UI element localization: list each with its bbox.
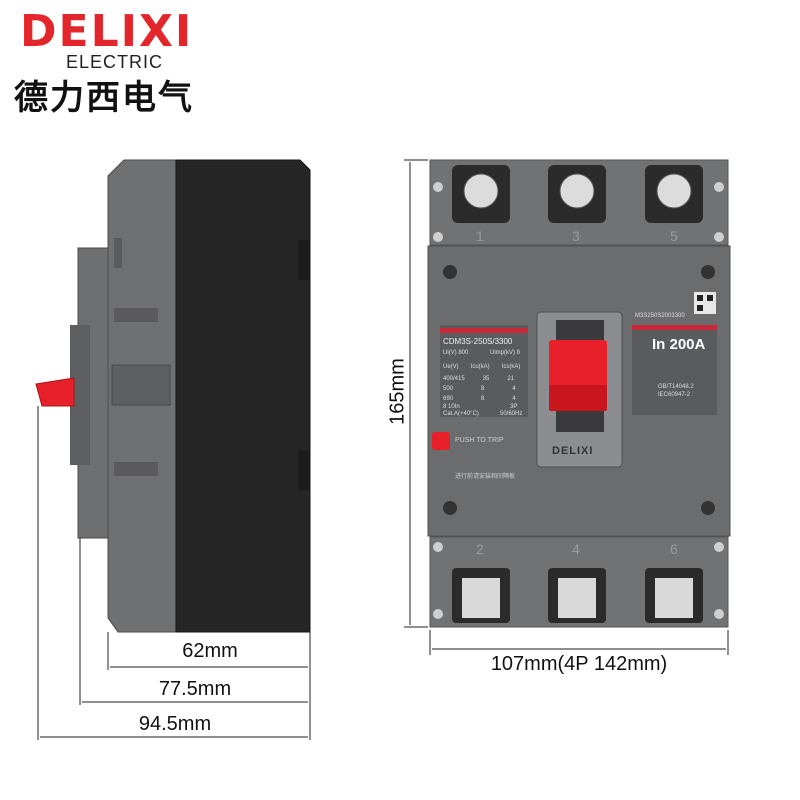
side-slot-3 bbox=[114, 462, 158, 476]
warning-text: 进行前请安装相间隔板 bbox=[455, 474, 516, 480]
brand-logo-text: DELIXI bbox=[20, 6, 194, 57]
side-slot-2 bbox=[114, 308, 158, 322]
screw-small bbox=[433, 542, 443, 552]
cell: 400/415 bbox=[443, 376, 465, 382]
terminal-label-1: 1 bbox=[476, 228, 484, 244]
cell: 21 bbox=[507, 376, 515, 382]
label-accent bbox=[440, 328, 528, 333]
side-notch-1 bbox=[298, 240, 310, 280]
cell: 35 bbox=[482, 376, 490, 382]
body-screw bbox=[701, 265, 715, 279]
rating-table-body: 400/415 35 21 500 8 4 690 8 4 bbox=[443, 374, 516, 404]
screw-small bbox=[714, 232, 724, 242]
rating-label-panel bbox=[440, 325, 528, 417]
cell: 8 bbox=[481, 396, 485, 402]
cell: 690 bbox=[443, 396, 454, 402]
standard-2: IEC60947-2 bbox=[658, 392, 691, 398]
standard-1: GB/T14048.2 bbox=[658, 384, 694, 390]
cell: 500 bbox=[443, 386, 454, 392]
dimension-width: 107mm(4P 142mm) bbox=[490, 653, 668, 675]
side-handle-red bbox=[35, 377, 75, 407]
header-icu: Icu(kA) bbox=[470, 364, 490, 370]
handle-grip bbox=[549, 385, 607, 411]
qr-corner bbox=[697, 295, 703, 301]
header-ue: Ue(V) bbox=[443, 364, 459, 370]
side-dark-cover bbox=[175, 159, 311, 633]
terminal-plate-6 bbox=[655, 578, 693, 618]
side-view bbox=[35, 159, 311, 633]
frequency: 50/60Hz bbox=[500, 411, 523, 417]
uimp-rating: Uimp(kV) 8 bbox=[490, 350, 521, 356]
terminal-screw-3 bbox=[559, 173, 595, 209]
breaker-handle[interactable] bbox=[549, 340, 607, 398]
terminal-label-5: 5 bbox=[670, 228, 678, 244]
screw-small bbox=[714, 182, 724, 192]
brand-chinese-name: 德力西电气 bbox=[14, 78, 194, 118]
current-rating: In 200A bbox=[652, 336, 706, 353]
brand-tagline: ELECTRIC bbox=[66, 52, 164, 72]
screw-small bbox=[433, 182, 443, 192]
push-to-trip-button[interactable] bbox=[432, 432, 450, 450]
category: Cat.A(+40°C) bbox=[443, 411, 479, 417]
model-label: CDM3S-250S/3300 bbox=[443, 337, 513, 346]
mount-rail bbox=[70, 325, 90, 465]
terminal-plate-2 bbox=[462, 578, 500, 618]
push-to-trip-label: PUSH TO TRIP bbox=[455, 437, 504, 444]
dimension-depth-mount: 77.5mm bbox=[158, 678, 232, 700]
terminal-label-6: 6 bbox=[670, 541, 678, 557]
serial-number: M3S250S2003300 bbox=[635, 313, 685, 319]
cell: 4 bbox=[512, 396, 516, 402]
cell: 8 bbox=[481, 386, 485, 392]
dimension-depth-total: 94.5mm bbox=[138, 713, 212, 735]
cell: 4 bbox=[512, 386, 516, 392]
handle-brand: DELIXI bbox=[552, 445, 594, 457]
body-screw bbox=[443, 265, 457, 279]
screw-small bbox=[433, 232, 443, 242]
qr-corner bbox=[697, 305, 703, 311]
side-slot-1 bbox=[114, 238, 122, 268]
terminal-label-2: 2 bbox=[476, 541, 484, 557]
screw-small bbox=[714, 542, 724, 552]
dimension-height: 165mm bbox=[386, 358, 409, 425]
trip-range: 8 10In bbox=[443, 404, 460, 410]
front-dimensions bbox=[404, 159, 729, 655]
terminal-label-4: 4 bbox=[572, 541, 580, 557]
side-handle-housing bbox=[111, 364, 171, 406]
current-rating-panel bbox=[632, 330, 717, 415]
side-notch-2 bbox=[298, 450, 310, 490]
body-screw bbox=[701, 501, 715, 515]
screw-small bbox=[714, 609, 724, 619]
depth-dimensions bbox=[37, 406, 311, 740]
poles: 3P bbox=[510, 404, 518, 410]
terminal-screw-5 bbox=[656, 173, 692, 209]
header-ics: Ics(kA) bbox=[501, 364, 521, 370]
front-view bbox=[427, 159, 731, 628]
ui-rating: Ui(V) 800 bbox=[443, 350, 469, 356]
terminal-plate-4 bbox=[558, 578, 596, 618]
rating-table-header: Ue(V) Icu(kA) Ics(kA) bbox=[443, 364, 520, 370]
terminal-screw-1 bbox=[463, 173, 499, 209]
screw-small bbox=[433, 609, 443, 619]
terminal-label-3: 3 bbox=[572, 228, 580, 244]
dimension-depth-body: 62mm bbox=[182, 640, 238, 662]
body-screw bbox=[443, 501, 457, 515]
rating-accent bbox=[632, 325, 717, 330]
qr-corner bbox=[707, 295, 713, 301]
